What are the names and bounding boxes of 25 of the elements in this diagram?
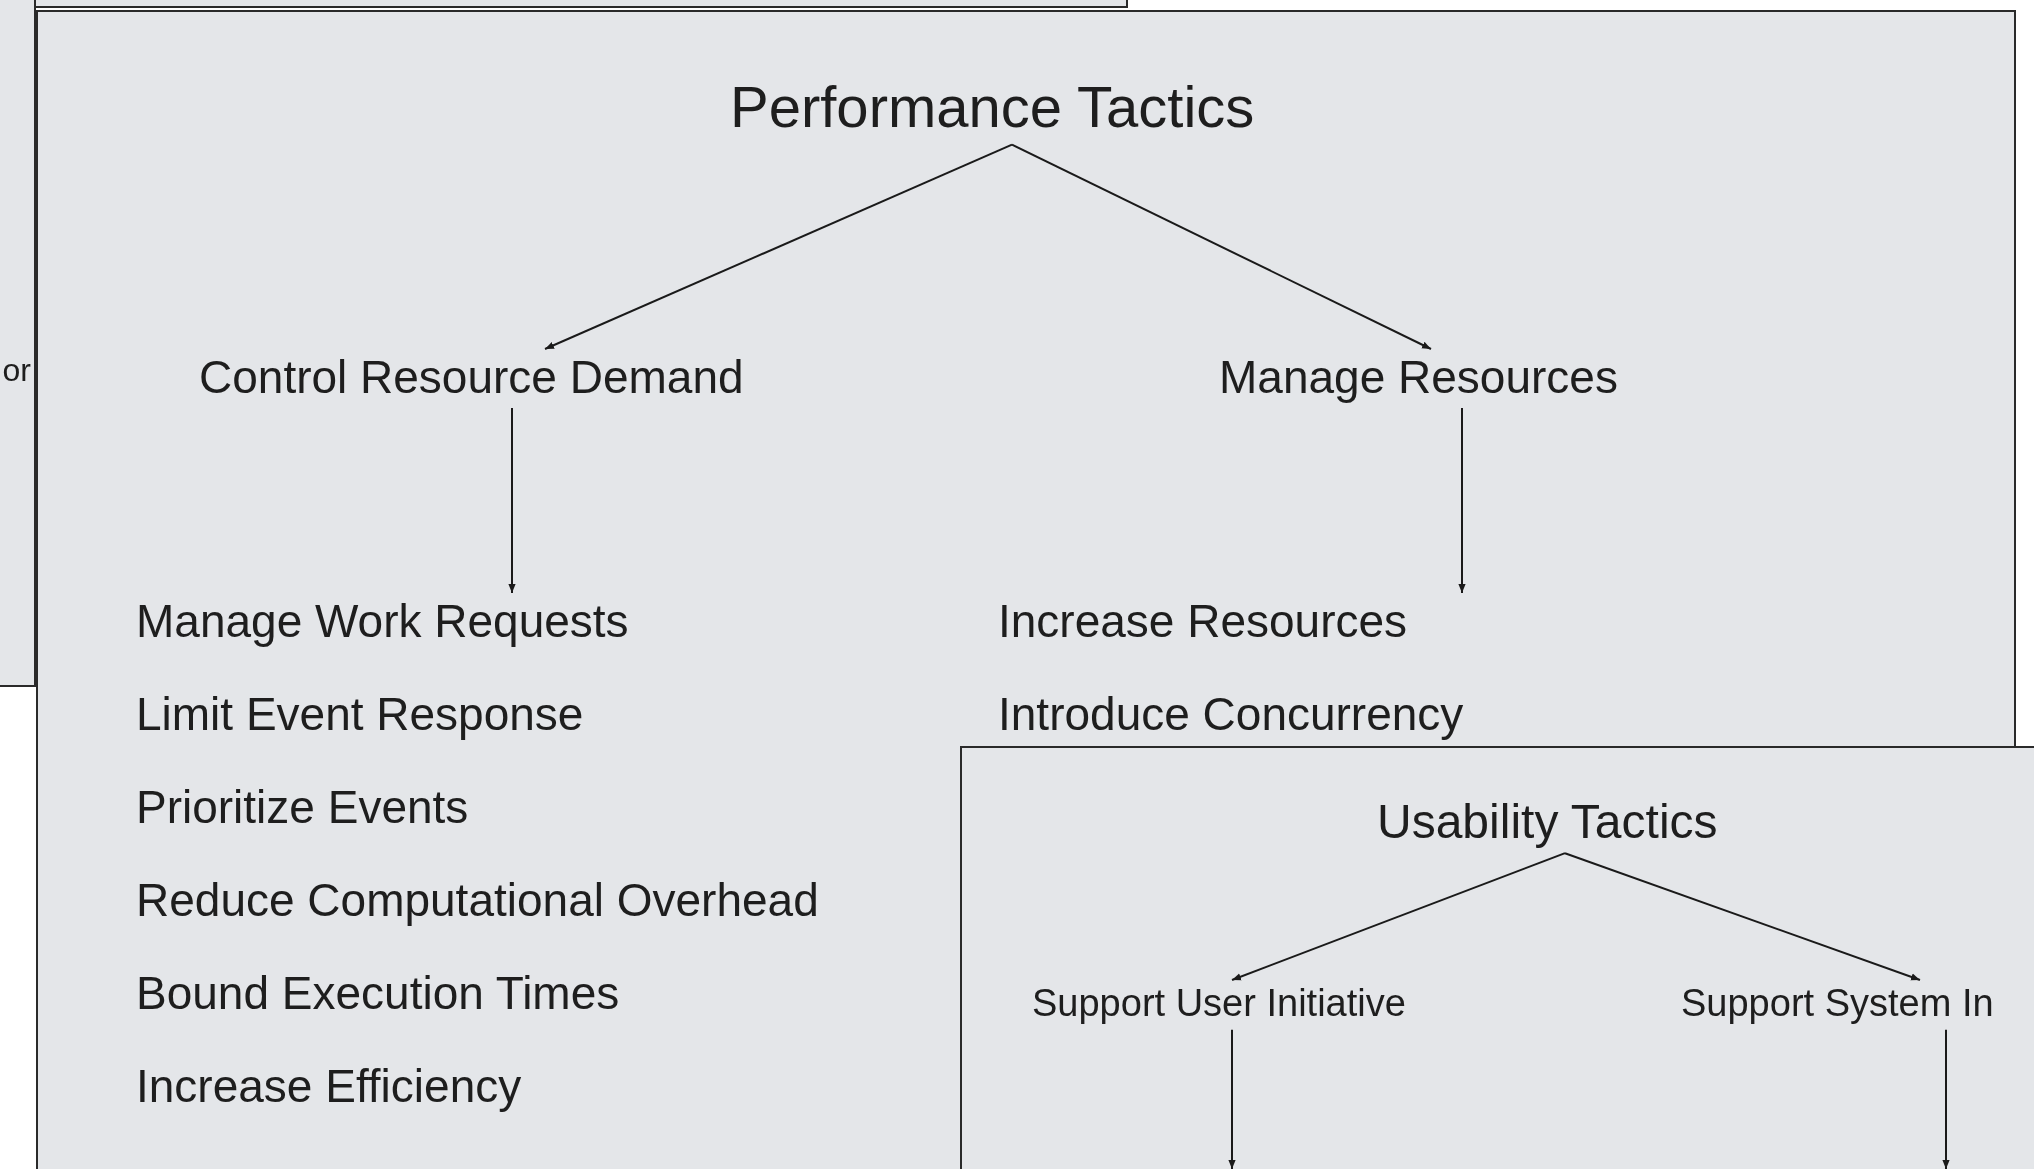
arrow <box>544 143 1013 350</box>
tactic-item: Increase Resources <box>998 595 1409 648</box>
category-label: Support User Initiative <box>1032 982 1406 1026</box>
arrow <box>1011 143 1432 350</box>
tactic-item: Prioritize Events <box>136 781 470 834</box>
arrow <box>1564 852 1921 981</box>
tactic-item: Introduce Concurrency <box>998 688 1464 741</box>
arrow <box>1228 1028 1236 1169</box>
category-label: Control Resource Demand <box>199 351 744 404</box>
arrow <box>1458 406 1466 594</box>
arrow <box>1942 1028 1950 1169</box>
category-label: Manage Resources <box>1219 351 1618 404</box>
tree-root-title: Performance Tactics <box>730 74 1255 141</box>
category-label: Support System In <box>1681 982 1994 1026</box>
arrow <box>1231 852 1566 981</box>
tactic-item: Manage Work Requests <box>136 595 630 648</box>
panel-background <box>960 746 2034 1169</box>
partial-label: or <box>2 352 31 389</box>
tactic-item: Reduce Computational Overhead <box>136 874 819 927</box>
tactic-item: Bound Execution Times <box>136 967 621 1020</box>
tree-root-title: Usability Tactics <box>1377 794 1718 850</box>
tactic-item: Increase Efficiency <box>136 1060 523 1113</box>
panel-background <box>0 0 36 687</box>
tactic-item: Limit Event Response <box>136 688 585 741</box>
arrow <box>508 406 516 594</box>
